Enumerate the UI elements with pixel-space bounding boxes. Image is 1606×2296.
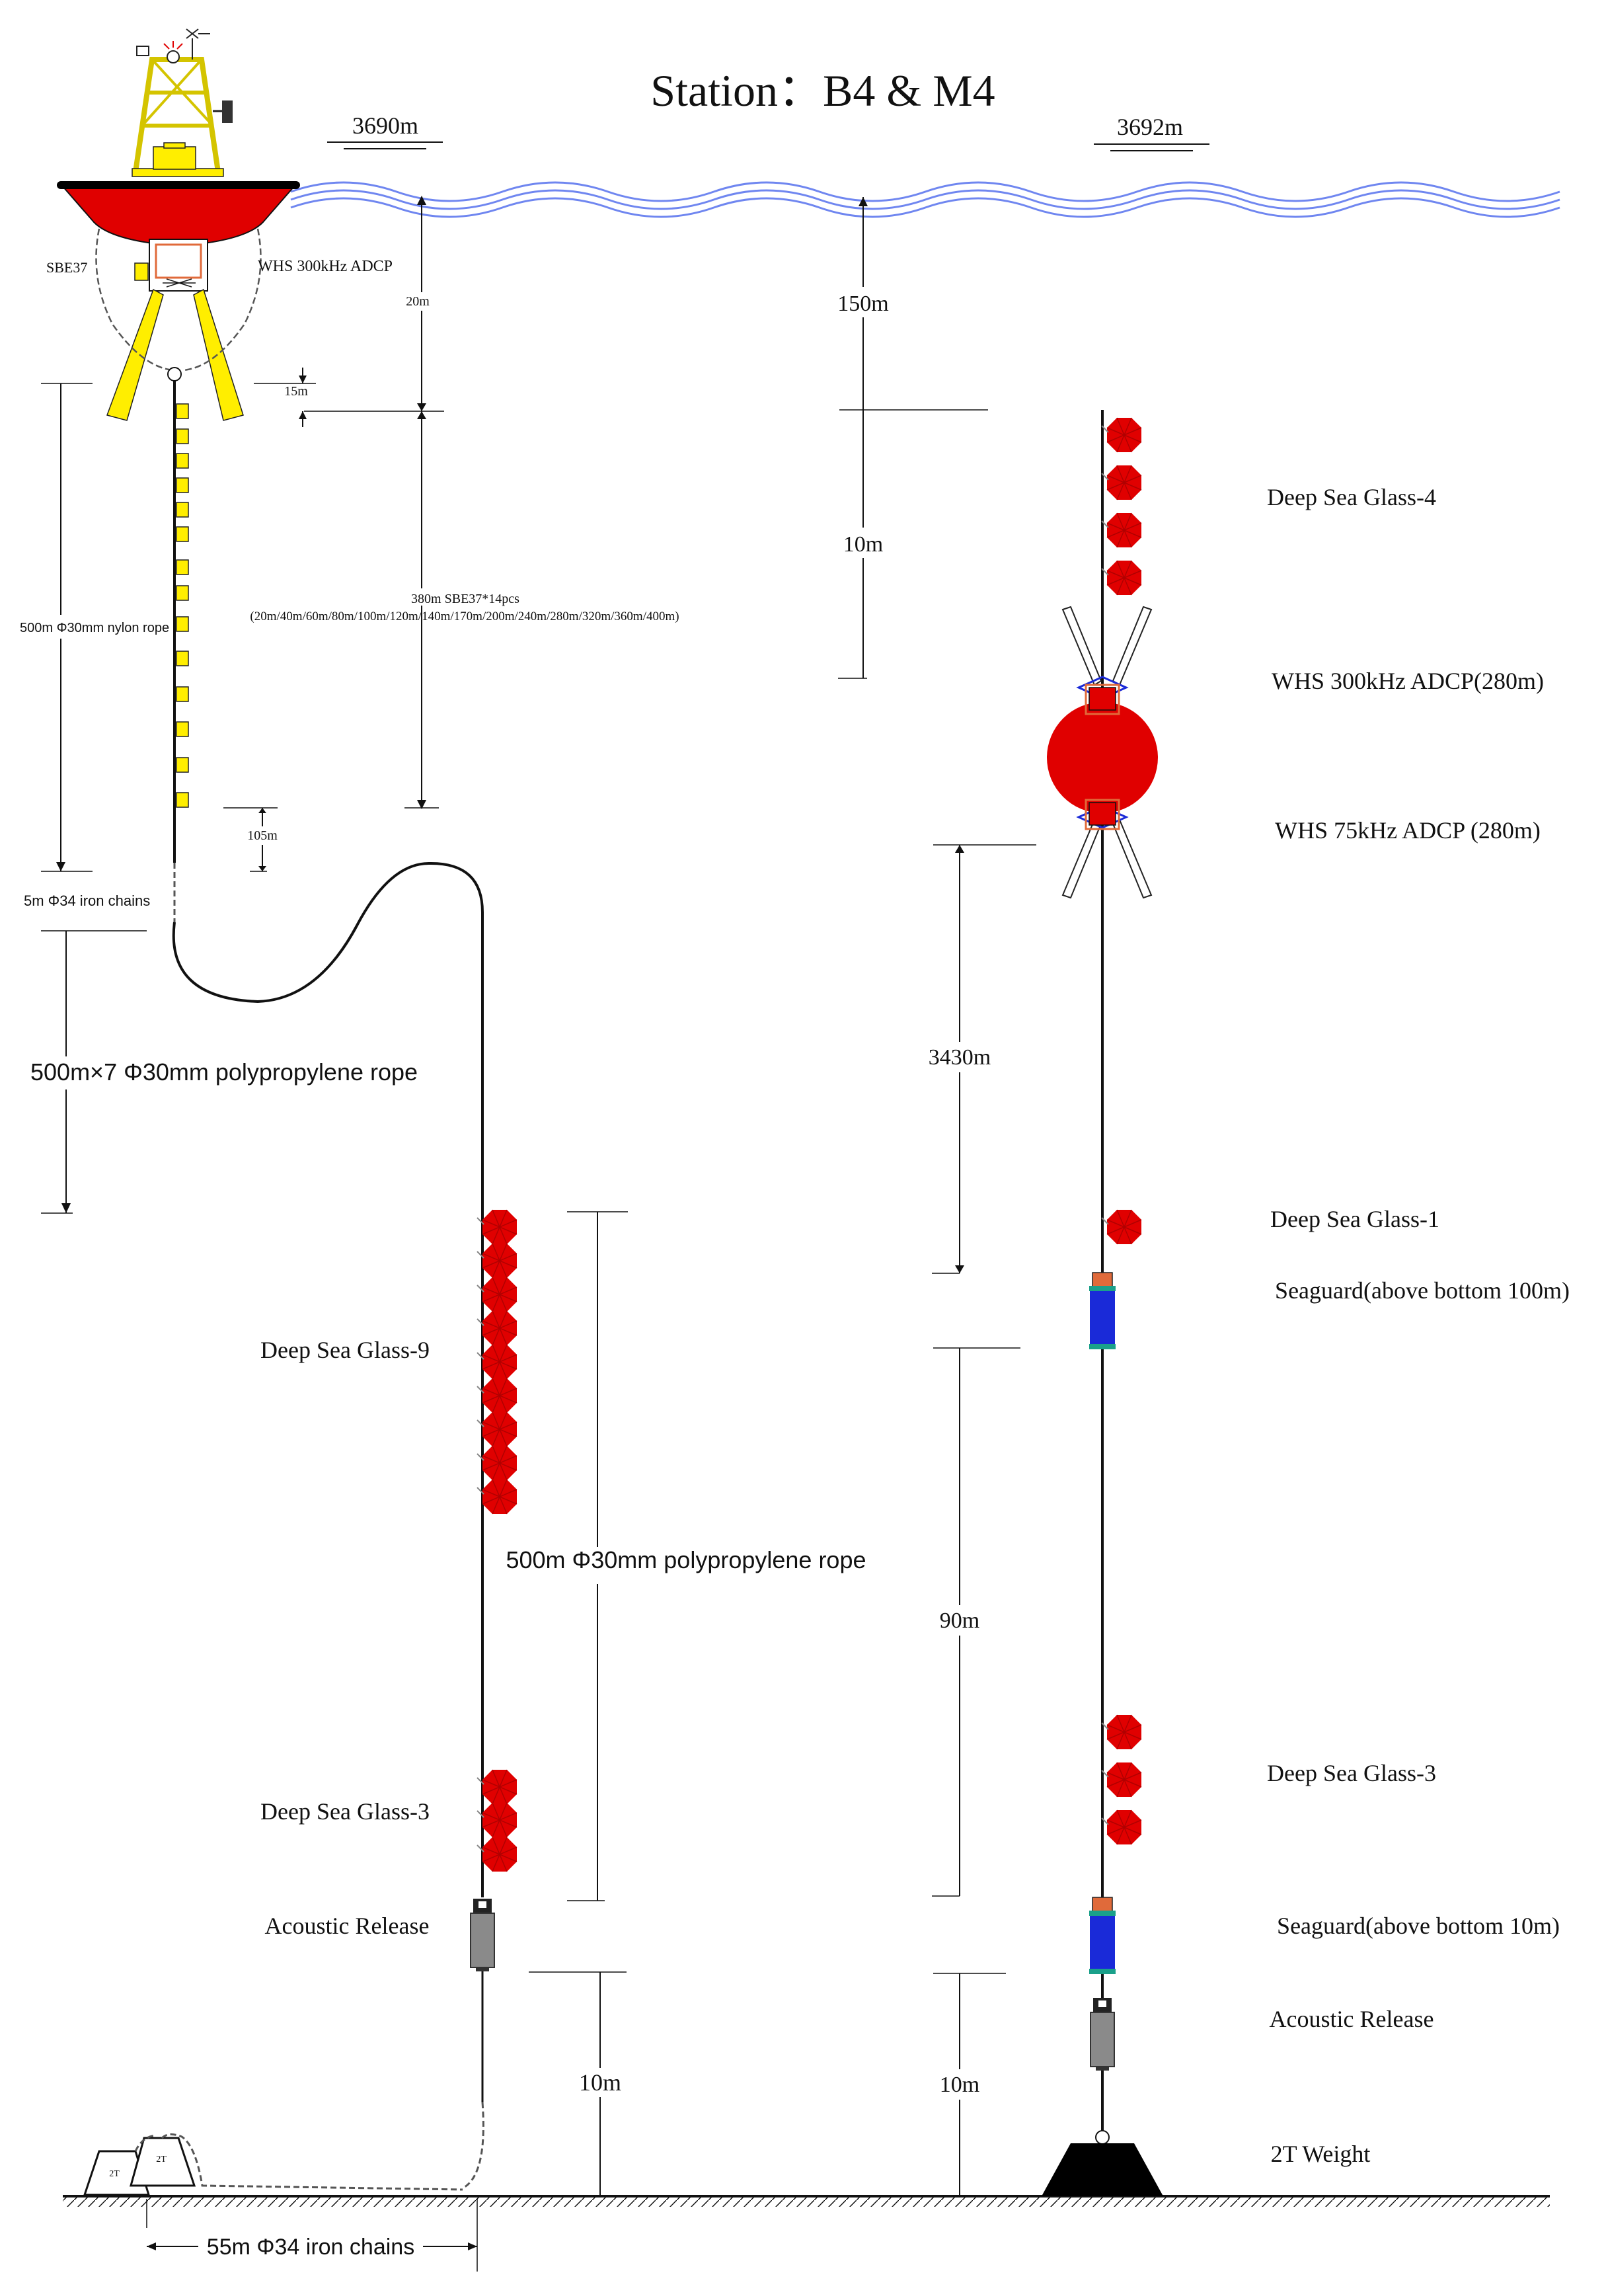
pp-rope-500-dimension (502, 1211, 886, 1901)
dim-20m-label: 20m (406, 294, 430, 309)
polypropylene-rope (172, 861, 484, 1897)
b4-glass-3-label: Deep Sea Glass-3 (260, 1798, 430, 1825)
seaguard-100m-label: Seaguard(above bottom 100m) (1275, 1277, 1570, 1304)
swivel-icon (167, 367, 182, 381)
bottom-chain-label: 55m Φ34 iron chains (207, 2235, 414, 2260)
m4-glass-3-label: Deep Sea Glass-3 (1267, 1760, 1436, 1786)
sbe37-label: SBE37 (46, 259, 87, 276)
seaguard-10m-label: Seaguard(above bottom 10m) (1277, 1913, 1560, 1939)
adcp-75-label: WHS 75kHz ADCP (280m) (1275, 817, 1541, 844)
seabed (63, 2195, 1550, 2207)
svg-text:2T: 2T (156, 2155, 167, 2164)
m4-150m-dimension (830, 197, 988, 411)
nylon-rope-label: 500m Φ30mm nylon rope (20, 621, 169, 635)
b4-release-label: Acoustic Release (265, 1913, 430, 1939)
deep-sea-glass-4 (1101, 417, 1142, 596)
pp-rope-label: 500m×7 Φ30mm polypropylene rope (30, 1058, 418, 1086)
m4-dim-90m-label: 90m (940, 1608, 979, 1633)
sbe37-array-label: 380m SBE37*14pcs (411, 592, 519, 606)
iron-chain-top-label: 5m Φ34 iron chains (24, 892, 150, 909)
b4-bottom-10m-dimension (529, 1971, 631, 2196)
dim-105m-label: 105m (247, 828, 278, 843)
svg-text:3692m: 3692m (1117, 114, 1183, 140)
m4-water-depth: 3692m (1094, 114, 1209, 151)
nylon-rope-dimension (13, 383, 172, 872)
sbe37-depths-label: (20m/40m/60m/80m/100m/120m/140m/170m/200… (250, 610, 679, 623)
seaguard-10m (1089, 1897, 1116, 1974)
glass-9-label: Deep Sea Glass-9 (260, 1337, 430, 1363)
m4-release-label: Acoustic Release (1270, 2006, 1434, 2032)
b4-dim-10m-label: 10m (579, 2069, 621, 2096)
bottom-iron-chain (134, 2133, 463, 2191)
sbe37-string (176, 403, 189, 808)
svg-text:2T: 2T (109, 2169, 120, 2179)
page-title: Station：B4 & M4 (650, 65, 995, 116)
m4-acoustic-release (1090, 1998, 1115, 2071)
b4-anchor-weights: 2T 2T (83, 2137, 196, 2196)
bottom-chain-dimension (146, 2199, 478, 2272)
adcp-300-label: WHS 300kHz ADCP(280m) (1272, 668, 1544, 694)
m4-dim-150m-label: 150m (837, 292, 888, 316)
glass-1-label: Deep Sea Glass-1 (1270, 1206, 1439, 1232)
surface-adcp-label: WHS 300kHz ADCP (258, 258, 393, 275)
deep-sea-glass-1 (1101, 1209, 1142, 1245)
b4-water-depth: 3690m (327, 112, 443, 149)
m4-3430m-dimension (917, 844, 1036, 1274)
m4-10m-top-dimension (834, 410, 894, 679)
seaguard-100m (1089, 1272, 1116, 1349)
weight-label: 2T Weight (1271, 2141, 1371, 2167)
sea-surface (290, 181, 1560, 218)
b4-acoustic-release (470, 1899, 495, 1971)
b4-deep-sea-glass-3 (477, 1769, 517, 1872)
m4-90m-dimension (929, 1347, 1020, 1897)
pp-rope-500-label: 500m Φ30mm polypropylene rope (506, 1546, 866, 1573)
m4-dim-10m-bottom-label: 10m (940, 2073, 979, 2097)
dim-15m-label: 15m (284, 384, 308, 399)
m4-dim-3430m-label: 3430m (929, 1045, 991, 1070)
weight-2t (1042, 2130, 1163, 2196)
m4-bottom-10m-dimension (929, 1973, 1006, 2196)
m4-deep-sea-glass-3 (1101, 1714, 1142, 1845)
glass-4-label: Deep Sea Glass-4 (1267, 484, 1436, 510)
deep-sea-glass-9 (477, 1209, 517, 1515)
svg-text:3690m: 3690m (352, 112, 418, 139)
m4-dim-10m-top-label: 10m (843, 532, 883, 557)
adcp-float (1047, 606, 1158, 899)
surface-buoy (57, 28, 300, 421)
b4-depth-dimensions (223, 196, 463, 872)
